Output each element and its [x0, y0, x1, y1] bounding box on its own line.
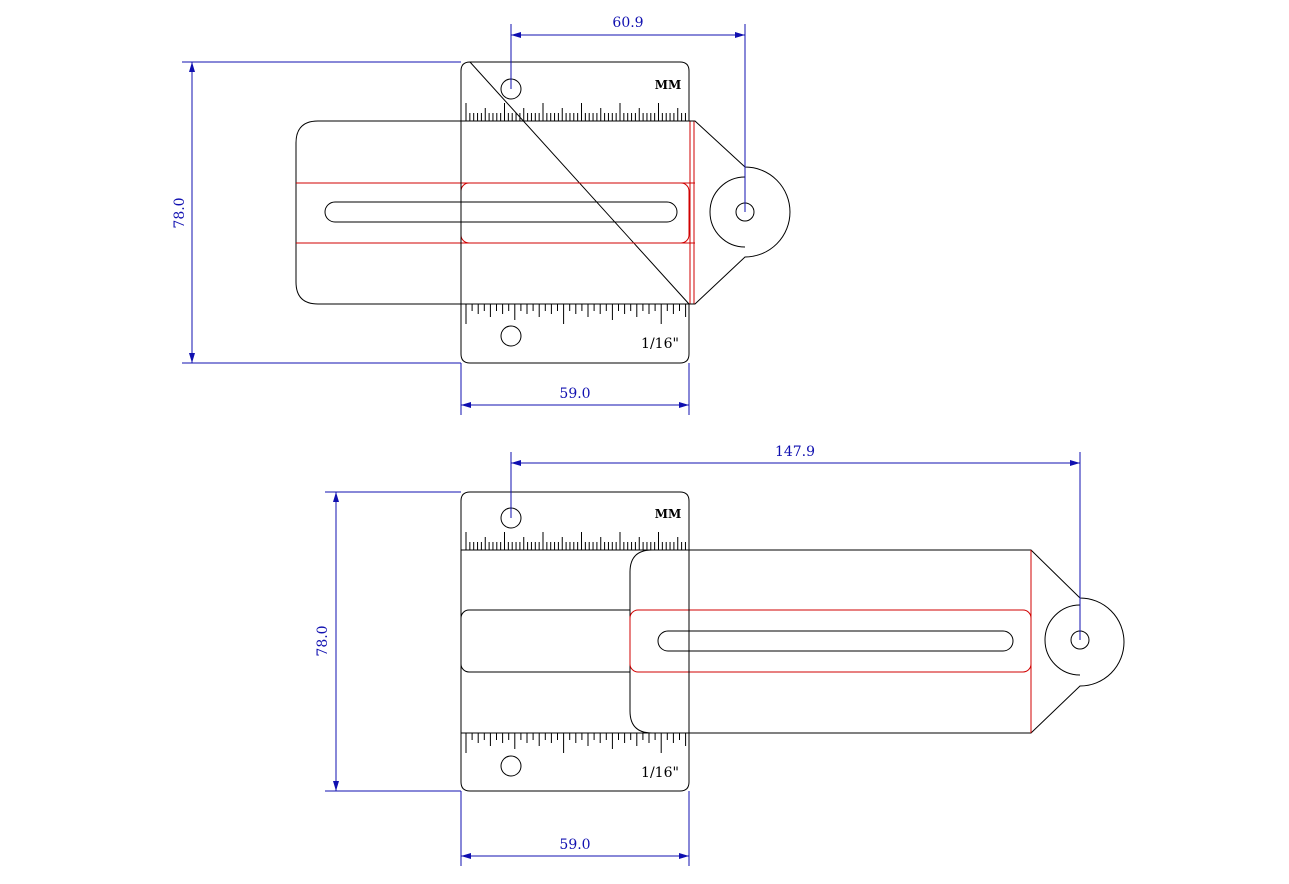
dimension-reach: 60.9 [510, 15, 746, 212]
view-retracted: MM 1/16" 60.9 78.0 59.0 [172, 15, 791, 415]
scale-plate: MM 1/16" [460, 61, 695, 364]
hook-notch [1044, 604, 1081, 676]
width-value: 59.0 [559, 837, 590, 853]
mm-scale-ticks [465, 532, 686, 550]
inch-scale-ticks [465, 304, 687, 324]
mm-scale-ticks [465, 103, 686, 121]
arm-slot [657, 630, 1014, 652]
dimension-height: 78.0 [172, 61, 461, 364]
reach-value: 60.9 [612, 15, 643, 31]
dimension-width: 59.0 [460, 363, 690, 415]
height-value: 78.0 [172, 197, 188, 228]
inch-label: 1/16" [641, 765, 679, 781]
reach-value: 147.9 [775, 444, 815, 460]
height-value: 78.0 [315, 625, 331, 656]
mount-hole-bottom [500, 325, 522, 347]
hook-notch [709, 176, 746, 248]
width-value: 59.0 [559, 386, 590, 402]
inch-label: 1/16" [641, 336, 679, 352]
view-extended: MM 1/16" 147.9 [315, 444, 1125, 866]
mount-hole-bottom [500, 755, 522, 777]
sliding-arm [629, 549, 1125, 734]
inch-scale-ticks [465, 733, 687, 753]
mm-label: MM [655, 78, 682, 92]
sliding-arm [295, 120, 791, 305]
arm-slot [324, 201, 678, 223]
mm-label: MM [655, 507, 682, 521]
dimension-width: 59.0 [460, 791, 690, 866]
dimension-reach: 147.9 [510, 444, 1081, 640]
dimension-height: 78.0 [315, 491, 461, 792]
